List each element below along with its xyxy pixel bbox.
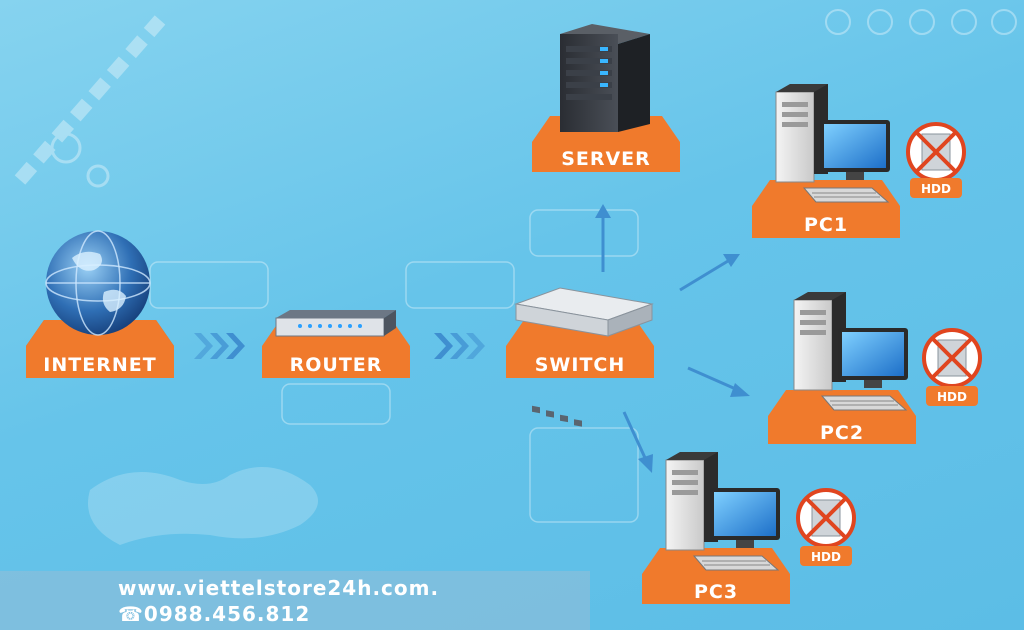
globe-icon (45, 230, 151, 336)
server-icon (560, 24, 650, 132)
hdd-badge-label-pc1: HDD (921, 182, 951, 196)
arrow-switch-to-server (595, 204, 611, 272)
node-pc3: HDD PC3 (642, 451, 856, 604)
node-label-router: ROUTER (290, 354, 383, 376)
node-label-pc2: PC2 (820, 422, 864, 444)
arrow-switch-to-pc1 (679, 254, 740, 292)
watermark-phone: ☎0988.456.812 (118, 602, 311, 626)
node-label-switch: SWITCH (535, 354, 626, 376)
node-router: ROUTER (262, 310, 410, 378)
connection-arrows (194, 204, 750, 473)
node-pc2: HDD PC2 (768, 291, 982, 444)
switch-icon (514, 287, 654, 427)
node-label-server: SERVER (561, 148, 651, 170)
node-label-internet: INTERNET (43, 354, 156, 376)
hdd-badge-label-pc2: HDD (937, 390, 967, 404)
hdd-badge (800, 546, 852, 566)
background-decoration (14, 9, 1017, 545)
watermark-banner: www.viettelstore24h.com. ☎0988.456.812 (0, 571, 590, 630)
arrow-router-to-switch (434, 333, 485, 359)
router-icon (275, 310, 396, 337)
hdd-crossed-icon (796, 488, 856, 548)
hdd-badge-label-pc3: HDD (811, 550, 841, 564)
node-label-pc3: PC3 (694, 581, 738, 603)
hdd-crossed-icon (922, 328, 982, 388)
watermark-url: www.viettelstore24h.com. (118, 576, 440, 600)
node-switch: SWITCH (506, 287, 654, 427)
node-pc1: HDD PC1 (752, 83, 966, 238)
node-label-pc1: PC1 (804, 214, 848, 236)
hdd-badge (926, 386, 978, 406)
node-internet: INTERNET (26, 230, 174, 378)
arrow-router-to-internet (194, 333, 245, 359)
node-server: SERVER (532, 24, 680, 172)
hdd-badge (910, 178, 962, 198)
arrow-switch-to-pc2 (687, 366, 750, 397)
arrow-switch-to-pc3 (622, 411, 653, 473)
hdd-crossed-icon (906, 122, 966, 182)
